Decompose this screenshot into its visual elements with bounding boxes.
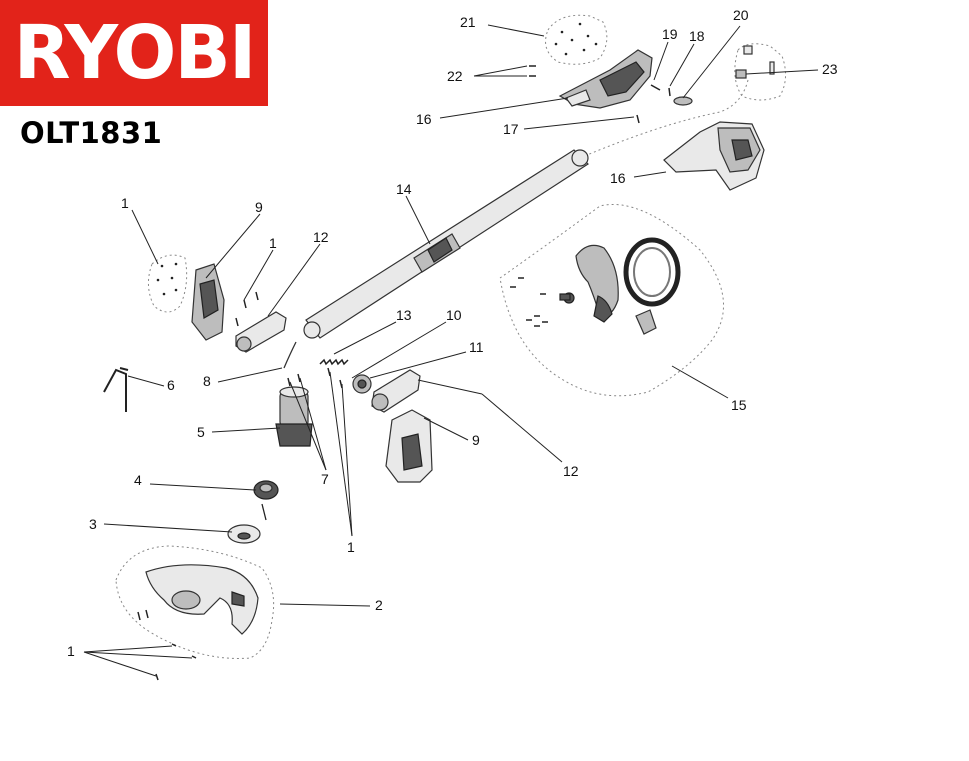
callout-5: 5 bbox=[197, 424, 205, 440]
main-shaft bbox=[303, 149, 589, 339]
handle-knob bbox=[559, 292, 575, 304]
screws-19-18-20 bbox=[650, 84, 693, 106]
callout-numbers: 21 20 19 18 23 22 16 17 16 14 1 9 1 12 1… bbox=[67, 7, 838, 659]
callout-6: 6 bbox=[167, 377, 175, 393]
callout-9-upper: 9 bbox=[255, 199, 263, 215]
upper-shaft-curve bbox=[579, 79, 749, 159]
housing-clamp-12a bbox=[235, 311, 287, 353]
screws-22 bbox=[529, 65, 536, 77]
callout-1-upper-left: 1 bbox=[121, 195, 129, 211]
callout-2: 2 bbox=[375, 597, 383, 613]
model-number: OLT1831 bbox=[20, 116, 163, 150]
group-outline-2 bbox=[115, 545, 275, 659]
callout-7: 7 bbox=[321, 471, 329, 487]
callout-1-upper-mid: 1 bbox=[269, 235, 277, 251]
callout-1-lower-mid: 1 bbox=[347, 539, 355, 555]
callout-19: 19 bbox=[662, 26, 678, 42]
callout-15: 15 bbox=[731, 397, 747, 413]
screws-15 bbox=[510, 277, 548, 327]
screw-dots-1a bbox=[156, 262, 178, 296]
spool-cap-3 bbox=[227, 503, 267, 544]
handle-clip bbox=[635, 309, 657, 335]
motor-housing-left bbox=[191, 263, 225, 341]
callout-8: 8 bbox=[203, 373, 211, 389]
callout-22: 22 bbox=[447, 68, 463, 84]
shaft-clamp-12b bbox=[371, 369, 421, 413]
callout-3: 3 bbox=[89, 516, 97, 532]
ryobi-logo: RYOBI bbox=[0, 0, 268, 106]
guard-2 bbox=[145, 564, 259, 635]
callout-11: 11 bbox=[469, 339, 484, 355]
rear-handle bbox=[663, 121, 765, 191]
callout-16-lower: 16 bbox=[610, 170, 626, 186]
screw-17 bbox=[636, 114, 640, 124]
callout-17: 17 bbox=[503, 121, 519, 137]
front-handle-ring bbox=[623, 237, 681, 307]
screws-1b bbox=[235, 291, 259, 327]
callout-16-upper: 16 bbox=[416, 111, 432, 127]
spool-4 bbox=[253, 480, 279, 500]
front-handle bbox=[575, 244, 619, 323]
callout-21: 21 bbox=[460, 14, 476, 30]
callout-10: 10 bbox=[446, 307, 462, 323]
screws-1d bbox=[137, 609, 197, 681]
group-outline-23 bbox=[734, 43, 786, 101]
screws-1c bbox=[327, 367, 343, 389]
switch-housing-upper bbox=[558, 49, 653, 109]
callout-12-lower: 12 bbox=[563, 463, 579, 479]
callout-13: 13 bbox=[396, 307, 412, 323]
motor bbox=[275, 386, 313, 447]
callout-12-upper: 12 bbox=[313, 229, 329, 245]
group-outline-21 bbox=[545, 14, 608, 65]
edge-guide-wire bbox=[103, 367, 129, 412]
motor-housing-9b bbox=[385, 409, 433, 483]
ryobi-logo-text: RYOBI bbox=[13, 10, 257, 96]
callout-14: 14 bbox=[396, 181, 412, 197]
callout-23: 23 bbox=[822, 61, 838, 77]
screws-7 bbox=[287, 373, 301, 387]
callout-1-bottom: 1 bbox=[67, 643, 75, 659]
spring-13 bbox=[319, 358, 349, 366]
screw-dots-21 bbox=[554, 22, 598, 56]
callout-9-lower: 9 bbox=[472, 432, 480, 448]
callout-4: 4 bbox=[134, 472, 142, 488]
callout-18: 18 bbox=[689, 28, 705, 44]
leader-lines bbox=[83, 24, 819, 677]
callout-20: 20 bbox=[733, 7, 749, 23]
knob-10-11 bbox=[352, 374, 372, 394]
wire-8 bbox=[283, 341, 297, 369]
group-outline-1 bbox=[148, 254, 188, 313]
